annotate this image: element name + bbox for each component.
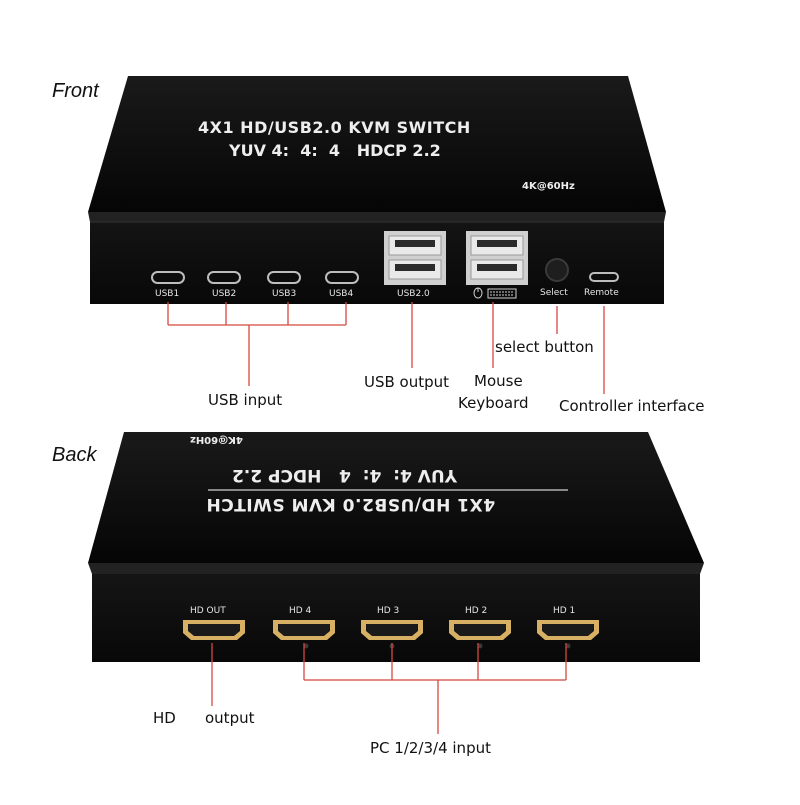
callout-usb-output: USB output <box>364 373 450 391</box>
back-section-label: Back <box>52 444 97 466</box>
port-label-remote: Remote <box>584 288 619 298</box>
front-device-top <box>88 76 666 212</box>
port-label-hd4: HD 4 <box>289 606 312 616</box>
back-device-top <box>88 432 704 563</box>
port-label-usb4: USB4 <box>329 289 354 299</box>
port-label-hd2: HD 2 <box>465 606 488 616</box>
callout-keyboard: Keyboard <box>458 394 529 412</box>
port-label-select: Select <box>540 288 568 298</box>
port-label-usb3: USB3 <box>272 289 297 299</box>
usb-c-port-icon <box>151 271 359 284</box>
port-label-hd-out: HD OUT <box>190 606 226 616</box>
back-device-face <box>92 574 700 662</box>
front-section-label: Front <box>52 80 99 102</box>
back-title-line2: YUV 4: 4: 4 HDCP 2.2 <box>232 465 458 485</box>
front-title-line2: YUV 4: 4: 4 HDCP 2.2 <box>229 141 441 160</box>
back-title-line1: 4X1 HD/USB2.0 KVM SWITCH <box>206 494 496 514</box>
port-label-usb2: USB2 <box>212 289 237 299</box>
keyboard-icon <box>487 288 517 299</box>
port-label-usb1: USB1 <box>155 289 180 299</box>
back-device-image <box>0 420 800 800</box>
usb-a-port-icon <box>384 231 446 285</box>
port-label-usb-output: USB2.0 <box>397 289 430 299</box>
callout-select-button: select button <box>495 338 594 356</box>
mouse-icon <box>473 287 483 299</box>
hdmi-port-icon <box>183 620 599 640</box>
back-resolution-badge: 4K@60Hz <box>190 434 243 445</box>
callout-hd: HD <box>153 709 176 727</box>
callout-controller-interface: Controller interface <box>559 397 705 415</box>
front-resolution-badge: 4K@60Hz <box>522 181 575 192</box>
port-label-hd3: HD 3 <box>377 606 400 616</box>
front-device-image <box>88 76 666 394</box>
callout-pc-input: PC 1/2/3/4 input <box>370 739 491 757</box>
callout-usb-input: USB input <box>208 391 283 409</box>
select-button-icon <box>545 258 569 282</box>
port-label-hd1: HD 1 <box>553 606 576 616</box>
usb-a-port-icon <box>466 231 528 285</box>
callout-mouse: Mouse <box>474 372 523 390</box>
front-title-line1: 4X1 HD/USB2.0 KVM SWITCH <box>198 118 471 137</box>
front-device-face <box>90 222 664 304</box>
callout-output: output <box>205 709 255 727</box>
